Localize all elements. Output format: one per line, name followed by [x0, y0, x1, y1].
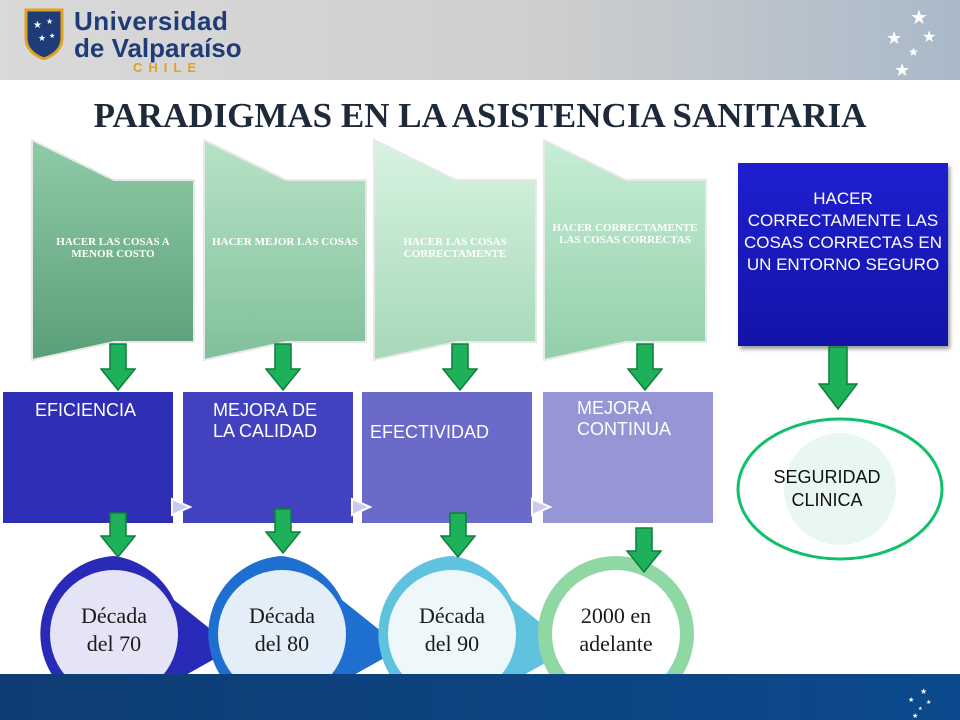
svg-text:★: ★: [908, 45, 919, 59]
decade-label-2: Década del 80: [212, 602, 352, 658]
down-arrow-icon: [626, 527, 662, 573]
logo-chile: CHILE: [133, 60, 202, 75]
logo-valparaiso: de Valparaíso: [74, 33, 242, 63]
header-bar: [0, 0, 960, 80]
svg-text:★: ★: [46, 17, 53, 26]
goal-text: HACER CORRECTAMENTE LAS COSAS CORRECTAS …: [743, 189, 943, 274]
decade-line: Década: [81, 603, 147, 628]
concept-label: MEJORA CONTINUA: [577, 398, 671, 439]
svg-text:★: ★: [910, 7, 928, 29]
footer-bar: [0, 674, 960, 720]
svg-text:★: ★: [38, 33, 46, 43]
svg-text:★: ★: [920, 687, 927, 696]
logo-university: Universidad: [74, 6, 229, 36]
decade-circle-4: [538, 556, 694, 712]
down-arrow-icon: [100, 343, 136, 391]
svg-text:★: ★: [908, 696, 914, 704]
page-title: PARADIGMAS EN LA ASISTENCIA SANITARIA: [93, 96, 867, 135]
decade-label-4: 2000 en adelante: [546, 602, 686, 658]
svg-text:★: ★: [894, 60, 910, 80]
concept-box-2: MEJORA DE LA CALIDAD: [183, 392, 353, 523]
paradigm-chevron-4: [543, 138, 707, 362]
decade-line: del 90: [424, 631, 480, 656]
down-arrow-icon: [627, 343, 663, 391]
decade-line: del 70: [86, 631, 142, 656]
down-arrow-icon: [440, 512, 476, 558]
svg-text:★: ★: [926, 699, 931, 706]
down-arrow-icon: [100, 512, 136, 558]
concept-box-4: MEJORA CONTINUA: [543, 392, 713, 523]
svg-text:★: ★: [886, 28, 902, 48]
svg-text:★: ★: [918, 706, 923, 712]
safety-circle: [736, 417, 944, 561]
connector-arrow-icon: [351, 497, 372, 517]
goal-box: [738, 163, 948, 346]
decade-circle-3: [378, 556, 572, 712]
decade-line: del 80: [254, 631, 310, 656]
decade-circle-1: [40, 556, 234, 712]
down-arrow-icon: [442, 343, 478, 391]
paradigm-text-2: HACER MEJOR LAS COSAS: [212, 236, 358, 248]
southern-cross-stars-icon: ★ ★ ★ ★ ★: [886, 7, 936, 80]
connector-arrow-icon: [531, 497, 552, 517]
university-shield-icon: ★ ★ ★ ★: [24, 8, 64, 60]
paradigm-text-3: HACER LAS COSAS CORRECTAMENTE: [403, 236, 507, 260]
paradigm-text-1: HACER LAS COSAS A MENOR COSTO: [56, 236, 170, 260]
decade-line: 2000 en: [580, 603, 652, 628]
decade-line: Década: [249, 603, 315, 628]
decade-line: adelante: [579, 631, 653, 656]
svg-text:★: ★: [922, 29, 936, 46]
paradigm-chevron-2: [203, 138, 367, 362]
safety-label: SEGURIDAD CLINICA: [773, 467, 881, 510]
paradigm-text-4: HACER CORRECTAMENTE LAS COSAS CORRECTAS: [552, 222, 698, 246]
concept-label: MEJORA DE LA CALIDAD: [213, 400, 318, 441]
down-arrow-icon: [265, 343, 301, 391]
svg-text:★: ★: [912, 712, 918, 720]
paradigm-chevron-3: [373, 138, 537, 362]
connector-arrow-icon: [171, 497, 192, 517]
down-arrow-icon: [818, 346, 858, 410]
decade-line: Década: [419, 603, 485, 628]
down-arrow-icon: [265, 508, 301, 554]
concept-label: EFICIENCIA: [35, 400, 137, 420]
footer-stars-icon: ★ ★ ★ ★ ★: [908, 687, 931, 720]
decade-label-1: Década del 70: [44, 602, 184, 658]
paradigm-chevron-1: [31, 138, 195, 362]
concept-box-1: EFICIENCIA: [3, 392, 173, 523]
decade-circle-2: [208, 556, 402, 712]
concept-label: EFECTIVIDAD: [370, 422, 490, 442]
decade-label-3: Década del 90: [382, 602, 522, 658]
svg-text:★: ★: [49, 32, 55, 40]
svg-text:★: ★: [33, 20, 42, 31]
concept-box-3: EFECTIVIDAD: [362, 392, 532, 523]
